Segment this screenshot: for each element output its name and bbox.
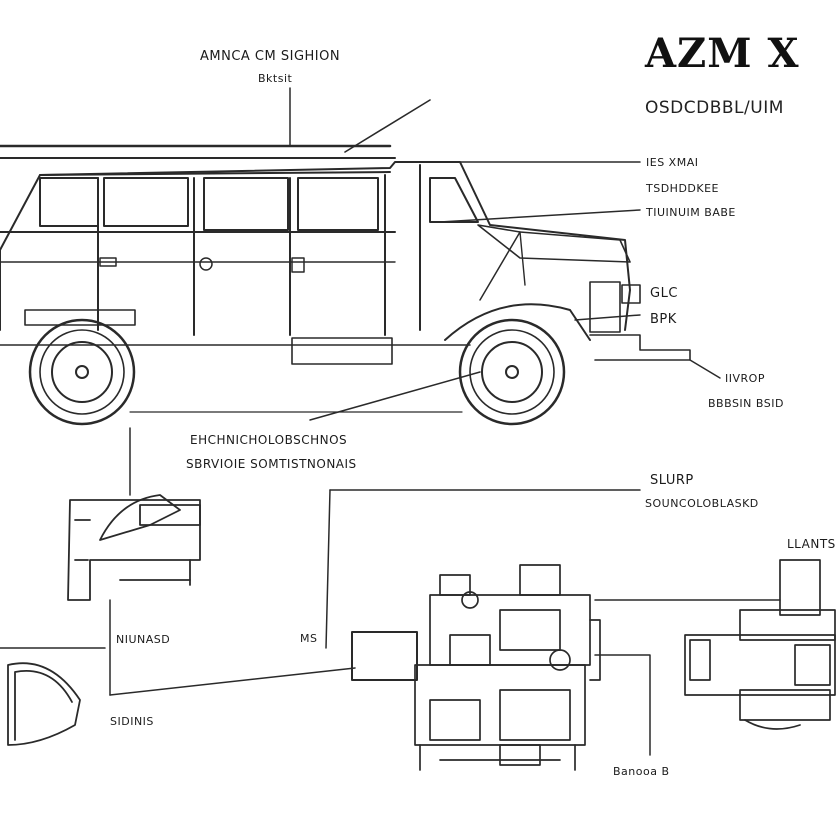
diagram-title: AZM X (645, 30, 800, 77)
label-middle-2: SBRVIOIE SOMTISTNONAIS (186, 457, 357, 471)
label-right-1: IES XMAI (646, 156, 699, 169)
diagram-subtitle: OSDCDBBL/UIM (645, 98, 784, 118)
label-far-right-1: LLANTS (787, 537, 836, 551)
label-right-6: IIVROP (725, 372, 765, 385)
leader-lines (0, 87, 781, 756)
small-box-component (351, 631, 418, 681)
label-top-center-2: Bktsit (258, 72, 293, 85)
right-engine-drawing (684, 559, 836, 730)
vehicle-drawing (0, 99, 691, 426)
arch-component-drawing (7, 662, 81, 746)
label-right-5: BPK (650, 312, 677, 327)
label-bottom-2: Banooa B (613, 765, 670, 778)
left-component-drawing (67, 494, 201, 601)
label-right-3: TIUINUIM BABE (646, 206, 736, 219)
label-left-2: SIDINIS (110, 715, 154, 728)
label-mid-right-1: SLURP (650, 473, 694, 488)
label-middle-1: EHCHNICHOLOBSCHNOS (190, 433, 348, 447)
label-mid-right-2: SOUNCOLOBLASKD (645, 497, 759, 510)
label-right-2: TSDHDDKEE (646, 182, 719, 195)
label-top-center-1: AMNCA CM SIGHION (200, 49, 341, 64)
label-right-7: BBBSIN BSID (708, 397, 784, 410)
label-left-1: NIUNASD (116, 633, 171, 646)
label-bottom-1: MS (300, 632, 318, 645)
engine-drawing (414, 564, 601, 771)
label-right-4: GLC (650, 286, 678, 301)
